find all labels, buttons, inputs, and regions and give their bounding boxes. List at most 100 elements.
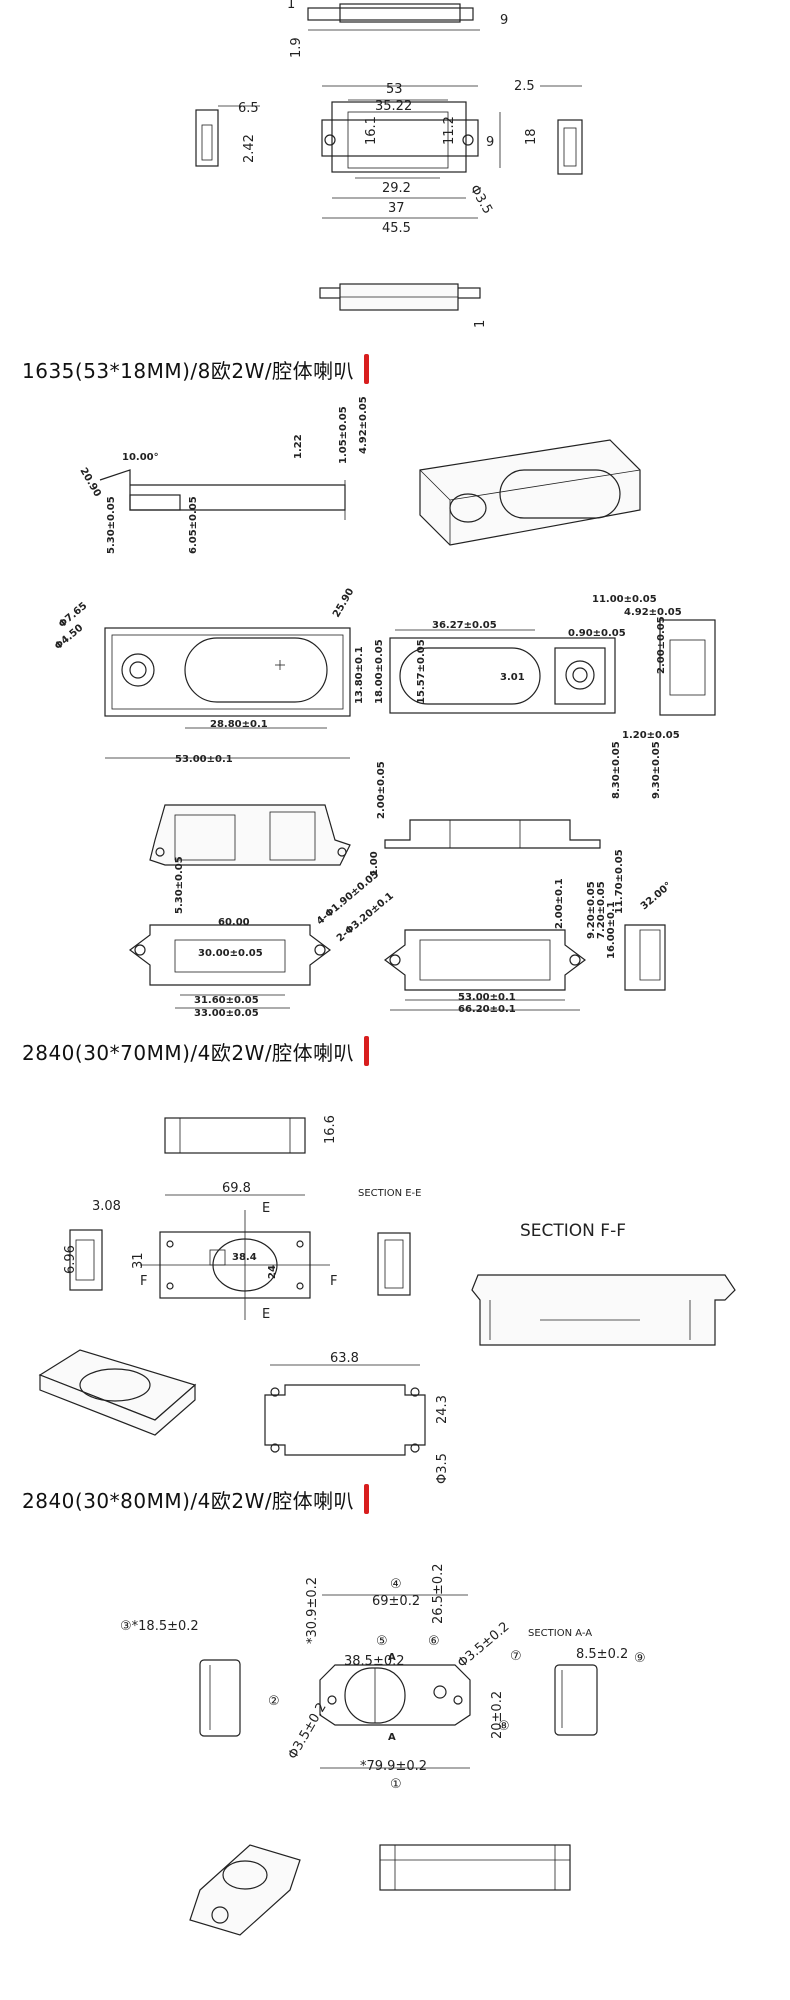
dim-53-00b: 53.00±0.1 <box>458 992 516 1003</box>
red-accent-bar <box>364 1036 370 1066</box>
section-title-text: 2840(30*80MM)/4欧2W/腔体喇叭 <box>22 1488 355 1513</box>
section-title-text: 1635(53*18MM)/8欧2W/腔体喇叭 <box>22 358 355 383</box>
dim-10deg: 10.00° <box>122 452 159 463</box>
dim-6-96: 6.96 <box>63 1245 78 1274</box>
label-n6: ⑥ <box>428 1634 440 1649</box>
dim-24: 24 <box>267 1265 278 1279</box>
dim-11-2: 11.2 <box>442 116 457 145</box>
dim-1-bottom: 1 <box>473 320 488 328</box>
dim-phi3-5-70: Φ3.5 <box>435 1453 450 1484</box>
dim-31: 31 <box>131 1252 146 1269</box>
dim-2-5: 2.5 <box>514 79 535 94</box>
dim-1: 1 <box>287 0 295 12</box>
dim-16-6: 16.6 <box>323 1115 338 1144</box>
dim-angle-32: 32.00° <box>639 880 674 912</box>
dim-3-01: 3.01 <box>500 672 525 683</box>
dim-53-00: 53.00±0.1 <box>175 754 233 765</box>
section-title-2840-70: 2840(30*70MM)/4欧2W/腔体喇叭 <box>22 1036 370 1066</box>
dim-4-92b: 4.92±0.05 <box>624 607 682 618</box>
label-n5: ⑤ <box>376 1634 388 1649</box>
red-accent-bar <box>364 1484 370 1514</box>
dim-18-00: 18.00±0.05 <box>374 639 385 704</box>
dim-35-22: 35.22 <box>375 99 412 114</box>
dim-11-00: 11.00±0.05 <box>592 594 657 605</box>
section-title-1635: 1635(53*18MM)/8欧2W/腔体喇叭 <box>22 354 370 384</box>
dim-phi4-50: Φ4.50 <box>53 623 86 653</box>
dim-n3-18-5: ③*18.5±0.2 <box>120 1619 199 1634</box>
dim-6-05: 6.05±0.05 <box>188 496 199 554</box>
dim-33-00: 33.00±0.05 <box>194 1008 259 1019</box>
label-e-bottom: E <box>262 1307 270 1322</box>
dim-r20-90: 20.90 <box>77 466 102 499</box>
dim-36-27: 36.27±0.05 <box>432 620 497 631</box>
dim-13-80: 13.80±0.1 <box>354 646 365 704</box>
label-n9: ⑨ <box>634 1651 646 1666</box>
dim-9-30: 9.30±0.05 <box>651 741 662 799</box>
dim-7-20: 7.20±0.05 <box>596 881 607 939</box>
dim-79-9: *79.9±0.2 <box>360 1759 427 1774</box>
drawing-2-speaker-1635: 20.90 10.00° 1.22 1.05±0.05 4.92±0.05 5.… <box>53 396 716 765</box>
dim-1-20: 1.20±0.05 <box>622 730 680 741</box>
drawing-4-speaker-30x70: 16.6 69.8 E E F F 38.4 24 31 SECTION E-E… <box>38 1115 736 1484</box>
dim-9: 9 <box>500 13 508 28</box>
dim-8-30: 8.30±0.05 <box>611 741 622 799</box>
dim-6-5: 6.5 <box>238 101 259 116</box>
dim-phi3-5: Φ3.5 <box>467 183 495 217</box>
dim-9-20: 9.20±0.05 <box>586 881 597 939</box>
dim-r25-90: 25.90 <box>331 587 356 620</box>
dim-29-2: 29.2 <box>382 181 411 196</box>
dim-9-side: 9 <box>486 135 494 150</box>
dim-phi3-5b: Φ3.5±0.2 <box>285 1700 329 1762</box>
dim-69-8: 69.8 <box>222 1181 251 1196</box>
dim-24-3: 24.3 <box>435 1395 450 1424</box>
dim-60-00: 60.00 <box>218 917 250 928</box>
dim-5-30: 5.30±0.05 <box>106 496 117 554</box>
dim-38-4: 38.4 <box>232 1252 257 1263</box>
dim-28-80: 28.80±0.1 <box>210 719 268 730</box>
section-title-text: 2840(30*70MM)/4欧2W/腔体喇叭 <box>22 1040 355 1065</box>
dim-16-1: 16.1 <box>364 116 379 145</box>
dim-53: 53 <box>386 82 403 97</box>
dim-18: 18 <box>524 128 539 145</box>
dim-8-5: 8.5±0.2 <box>576 1647 628 1662</box>
label-e-top: E <box>262 1201 270 1216</box>
dim-45-5: 45.5 <box>382 221 411 236</box>
dim-1-9: 1.9 <box>289 37 304 58</box>
dim-2-00: 2.00±0.05 <box>656 616 667 674</box>
label-n7: ⑦ <box>510 1649 522 1664</box>
label-section-aa: SECTION A-A <box>528 1628 592 1639</box>
label-section-ff: SECTION F-F <box>520 1221 626 1241</box>
dim-2-00b: 2.00±0.1 <box>554 878 565 929</box>
label-f-left: F <box>140 1274 147 1289</box>
dim-66-20: 66.20±0.1 <box>458 1004 516 1015</box>
label-n4: ④ <box>390 1577 402 1592</box>
dim-30-00: 30.00±0.05 <box>198 948 263 959</box>
dim-2-00a: 2.00±0.05 <box>376 761 387 819</box>
label-n2: ② <box>268 1694 280 1709</box>
label-a-bottom: A <box>388 1732 396 1743</box>
dim-20: 20±0.2 <box>490 1691 505 1739</box>
dim-phi3-5a: Φ3.5±0.2 <box>455 1619 513 1671</box>
red-accent-bar <box>364 354 370 384</box>
section-title-2840-80: 2840(30*80MM)/4欧2W/腔体喇叭 <box>22 1484 370 1514</box>
drawing-1-top-view: 1 9 1.9 53 35.22 16.1 11.2 9 18 Φ3.5 29.… <box>195 0 583 328</box>
drawing-5-speaker-30x80: ④ 69±0.2 ③*18.5±0.2 *30.9±0.2 ⑤ ⑥ 26.5±0… <box>120 1563 646 1936</box>
dim-5-30b: 5.30±0.05 <box>174 856 185 914</box>
dim-15-57: 15.57±0.05 <box>416 639 427 704</box>
label-n1: ① <box>390 1777 402 1792</box>
dim-11-70: 11.70±0.05 <box>614 849 625 914</box>
dim-63-8: 63.8 <box>330 1351 359 1366</box>
dim-1-05: 1.05±0.05 <box>338 406 349 464</box>
dim-2-42: 2.42 <box>242 134 257 163</box>
dim-0-90: 0.90±0.05 <box>568 628 626 639</box>
dim-16-00: 16.00±0.1 <box>606 901 617 959</box>
label-n8: ⑧ <box>498 1719 510 1734</box>
dim-3-08: 3.08 <box>92 1199 121 1214</box>
drawing-3-speaker-assembly: 2.00±0.05 1.00 8.30±0.05 9.30±0.05 5.30±… <box>129 741 674 1019</box>
dim-4-92: 4.92±0.05 <box>358 396 369 454</box>
label-section-ee: SECTION E-E <box>358 1188 421 1199</box>
dim-1-22: 1.22 <box>293 434 304 459</box>
label-f-right: F <box>330 1274 337 1289</box>
dim-37: 37 <box>388 201 405 216</box>
